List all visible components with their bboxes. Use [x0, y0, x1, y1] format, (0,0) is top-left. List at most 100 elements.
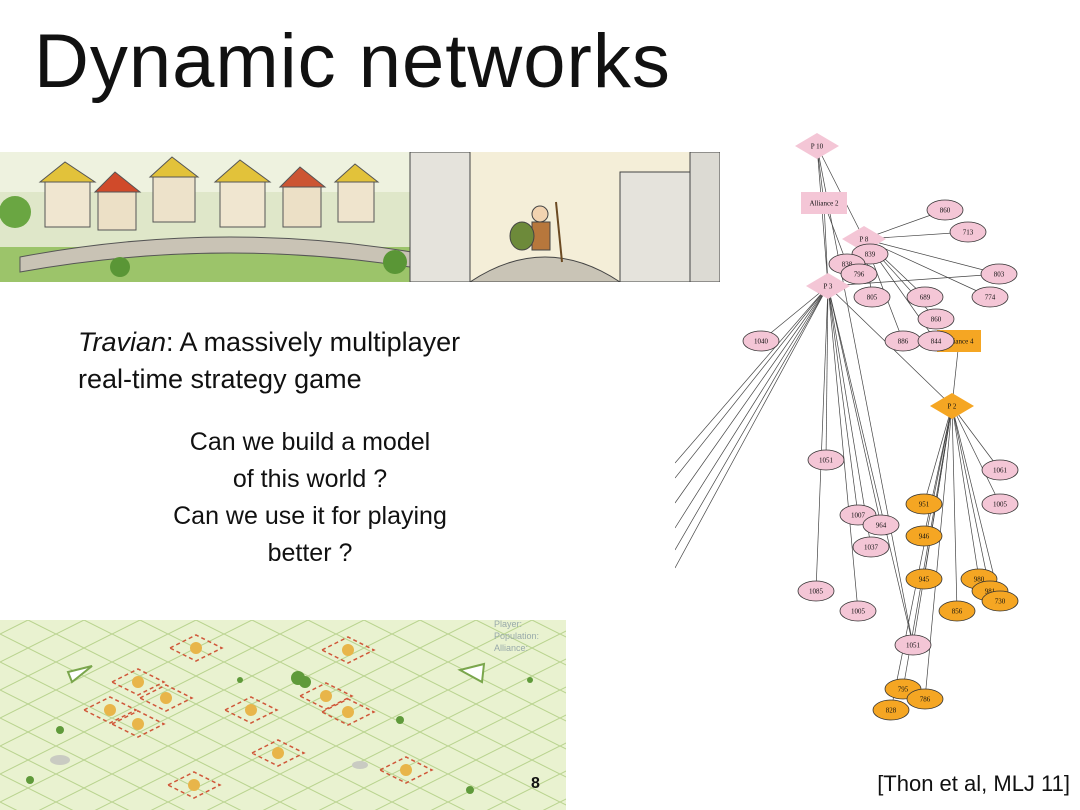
- network-edge: [675, 285, 829, 479]
- network-node: 1085: [797, 580, 835, 602]
- network-node-label: 786: [920, 696, 931, 704]
- network-node-label: P 8: [860, 236, 869, 244]
- network-node-label: 730: [995, 598, 1006, 606]
- network-node: 1051: [894, 634, 932, 656]
- network-node-label: 795: [898, 686, 909, 694]
- network-node-label: 805: [867, 294, 878, 302]
- network-node-shape: [862, 514, 900, 536]
- network-edge: [816, 145, 914, 646]
- network-node: 803: [980, 263, 1018, 285]
- village-buildings: [104, 642, 412, 791]
- network-node: 1037: [852, 536, 890, 558]
- network-node: 964: [862, 514, 900, 536]
- village-houses: [38, 156, 380, 231]
- network-node-shape: [949, 221, 987, 243]
- network-node: 1061: [981, 459, 1019, 481]
- network-node: 946: [905, 525, 943, 547]
- network-node-label: 1085: [809, 588, 824, 596]
- network-edge: [863, 238, 1000, 275]
- network-node-shape: [981, 493, 1019, 515]
- network-node-shape: [795, 133, 839, 159]
- network-node-shape: [742, 330, 780, 352]
- question-line: Can we use it for playing: [173, 502, 447, 530]
- slide-title: Dynamic networks: [34, 19, 671, 104]
- network-node: 856: [938, 600, 976, 622]
- network-node-shape: [981, 459, 1019, 481]
- network-edge: [951, 405, 980, 580]
- question-line: better ?: [267, 539, 353, 567]
- network-node: 1005: [839, 600, 877, 622]
- network-node: 1051: [807, 449, 845, 471]
- network-node-label: 839: [865, 251, 876, 259]
- map-arrow-right-icon[interactable]: [457, 662, 486, 684]
- network-node: 796: [840, 263, 878, 285]
- network-node-shape: [806, 273, 850, 299]
- gate-tower-right: [619, 171, 691, 282]
- network-node-label: 1007: [851, 512, 866, 520]
- network-node-shape: [926, 199, 964, 221]
- network-node-label: 1037: [864, 544, 879, 552]
- network-node-label: 689: [920, 294, 931, 302]
- map-panel-alliance: Alliance:: [494, 643, 529, 653]
- network-node-shape: [905, 493, 943, 515]
- network-node: 860: [926, 199, 964, 221]
- travian-banner-illustration: [0, 152, 720, 282]
- network-node-label: 856: [952, 608, 963, 616]
- network-node: 689: [906, 286, 944, 308]
- network-node-label: 981: [985, 588, 996, 596]
- network-node: 951: [905, 493, 943, 515]
- network-node-label: 1061: [993, 467, 1008, 475]
- game-name: Travian: [78, 327, 167, 357]
- map-arrow-left-icon[interactable]: [66, 665, 93, 684]
- network-node-shape: [839, 600, 877, 622]
- network-node-shape: [801, 192, 847, 214]
- network-edge: [951, 405, 1001, 602]
- network-edge: [951, 405, 1001, 505]
- network-node-shape: [807, 449, 845, 471]
- network-node-label: 844: [931, 338, 942, 346]
- question-line: Can we build a model: [189, 428, 431, 456]
- network-edge: [827, 285, 914, 646]
- network-node: 713: [949, 221, 987, 243]
- network-node-label: 945: [919, 576, 930, 584]
- network-node-label: P 3: [824, 283, 833, 291]
- network-node-label: 774: [985, 294, 996, 302]
- network-node: P 2: [930, 393, 974, 419]
- network-node-label: 886: [898, 338, 909, 346]
- network-edge: [890, 405, 953, 711]
- map-trees: [26, 671, 533, 794]
- network-edge: [675, 285, 829, 464]
- network-node: Alliance 2: [801, 192, 847, 214]
- network-node: P 3: [806, 273, 850, 299]
- network-node-label: 828: [886, 707, 897, 715]
- network-node-shape: [980, 263, 1018, 285]
- network-node-label: 1040: [754, 338, 769, 346]
- village-tiles: [82, 634, 434, 799]
- network-node-label: P 2: [948, 403, 957, 411]
- game-world-map: [0, 620, 566, 810]
- network-node-shape: [872, 699, 910, 721]
- network-node: 886: [884, 330, 922, 352]
- network-edge: [951, 405, 991, 592]
- network-edge: [827, 285, 872, 548]
- network-node-label: 980: [974, 576, 985, 584]
- network-node-label: 1051: [819, 457, 834, 465]
- network-node-label: 946: [919, 533, 930, 541]
- page-number: 8: [531, 775, 540, 792]
- network-node-label: P 10: [811, 143, 824, 151]
- network-node: 844: [917, 330, 955, 352]
- network-node: P 10: [795, 133, 839, 159]
- network-node-shape: [905, 525, 943, 547]
- network-edge: [912, 405, 953, 646]
- network-node-label: 713: [963, 229, 974, 237]
- network-edge: [823, 202, 829, 287]
- network-node-label: 838: [842, 261, 853, 269]
- network-edge: [924, 405, 953, 700]
- map-info-panel: Player: Population: Alliance:: [494, 618, 539, 654]
- network-node: 945: [905, 568, 943, 590]
- network-node-label: 860: [940, 207, 951, 215]
- network-node-label: 951: [919, 501, 930, 509]
- network-edge: [675, 285, 829, 529]
- traveler-figure: [509, 201, 563, 263]
